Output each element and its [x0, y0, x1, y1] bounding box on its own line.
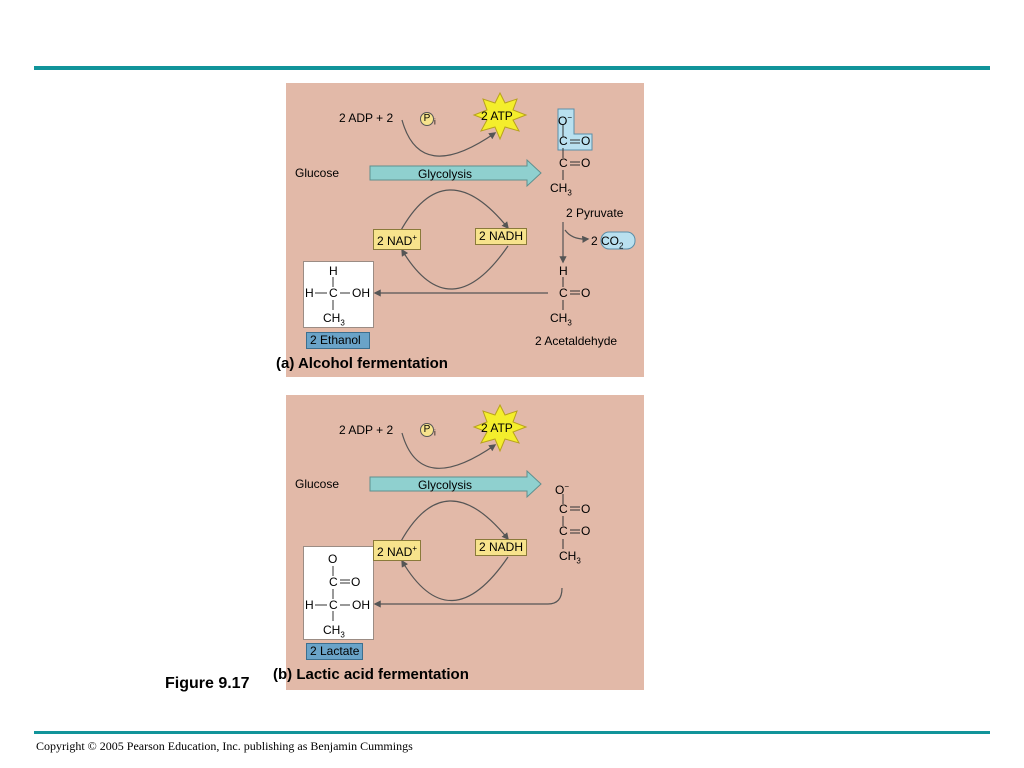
glycolysis-label-b: Glycolysis	[418, 478, 473, 492]
atp-arc-b	[401, 432, 497, 469]
pyruvate-ch3-b: CH3	[559, 549, 581, 566]
top-rule	[34, 66, 990, 70]
ethanol-ch3: CH3	[323, 311, 345, 328]
phosphate-circle-b: P	[420, 423, 434, 437]
acetaldehyde-ch3-a: CH3	[550, 311, 572, 328]
lactate-ch3: CH3	[323, 623, 345, 640]
acetaldehyde-c-a: C	[559, 286, 568, 300]
glycolysis-label-a: Glycolysis	[418, 167, 473, 181]
lactate-c1: C	[329, 575, 338, 589]
glucose-label-a: Glucose	[295, 166, 340, 180]
atp-label-a: 2 ATP	[481, 109, 513, 123]
pyruvate-o1-b: O	[581, 502, 591, 516]
caption-a: (a) Alcohol fermentation	[276, 355, 448, 372]
pyruvate-c2-a: C	[559, 156, 568, 170]
pyruvate-label-a: 2 Pyruvate	[566, 206, 624, 220]
pyruvate-o2-a: O	[581, 156, 591, 170]
phosphate-circle-a: P	[420, 112, 434, 126]
adp-label-b: 2 ADP + 2	[339, 423, 394, 437]
co2-highlight-a	[600, 231, 636, 250]
lactate-h-left: H	[305, 598, 314, 612]
pyruvate-c1-b: C	[559, 502, 568, 516]
pyruvate-ch3-a: CH3	[550, 181, 572, 198]
nad-to-nadh-arc-b	[399, 500, 509, 544]
nad-tag-b: 2 NAD+	[373, 540, 422, 561]
ethanol-structure-box	[303, 261, 374, 328]
atp-burst-b	[472, 403, 528, 453]
lactate-structure-box	[303, 546, 374, 640]
ethanol-oh: OH	[352, 286, 370, 300]
nadh-to-nad-arc-a	[401, 245, 509, 290]
lactate-c2: C	[329, 598, 338, 612]
panel-alcohol-fermentation	[286, 83, 644, 377]
pyruvate-highlight-a	[557, 108, 593, 151]
glucose-label-b: Glucose	[295, 477, 340, 491]
figure-label: Figure 9.17	[165, 675, 250, 692]
nadh-to-nad-arc-b	[401, 556, 509, 602]
ethanol-c: C	[329, 286, 338, 300]
ethanol-label: 2 Ethanol	[306, 332, 370, 349]
pyruvate-o-a: O−	[558, 113, 573, 128]
co2-label-a: 2 CO2	[591, 234, 624, 251]
glycolysis-arrow-a	[369, 158, 542, 188]
bottom-rule	[34, 731, 990, 734]
lactate-label: 2 Lactate	[306, 643, 364, 660]
acetaldehyde-o-a: O	[581, 286, 591, 300]
nadh-tag-b: 2 NADH	[475, 539, 528, 556]
nad-tag-a: 2 NAD+	[373, 229, 422, 250]
lactate-oh: OH	[352, 598, 370, 612]
glycolysis-arrow-b	[369, 469, 542, 499]
pyruvate-o1-a: O	[581, 134, 591, 148]
pyruvate-c1-a: C	[559, 134, 568, 148]
ethanol-h-top: H	[329, 264, 338, 278]
caption-b: (b) Lactic acid fermentation	[273, 666, 469, 683]
lactate-o-top: O	[328, 552, 338, 566]
adp-label-a: 2 ADP + 2	[339, 111, 394, 125]
pyruvate-c2-b: C	[559, 524, 568, 538]
nad-to-nadh-arc-a	[399, 189, 509, 233]
acetaldehyde-label-a: 2 Acetaldehyde	[535, 334, 618, 348]
pyruvate-o2-b: O	[581, 524, 591, 538]
nadh-tag-a: 2 NADH	[475, 228, 528, 245]
ethanol-h-left: H	[305, 286, 314, 300]
acetaldehyde-h-a: H	[559, 264, 568, 278]
panel-lactic-acid-fermentation	[286, 395, 644, 690]
lactate-o1: O	[351, 575, 361, 589]
copyright-text: Copyright © 2005 Pearson Education, Inc.…	[36, 739, 413, 753]
pyruvate-o-b: O−	[555, 482, 570, 497]
atp-label-b: 2 ATP	[481, 421, 513, 435]
atp-arc-a	[401, 119, 497, 157]
atp-burst-a	[472, 91, 528, 141]
